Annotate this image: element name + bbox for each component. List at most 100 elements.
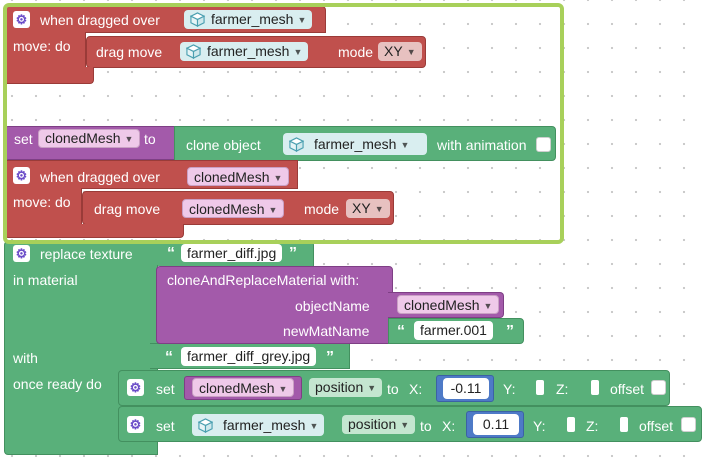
new-mat-name-value[interactable]: farmer.001 bbox=[414, 321, 493, 340]
offset-label: offset bbox=[610, 381, 644, 397]
chevron-down-icon: ▼ bbox=[309, 421, 319, 431]
chevron-down-icon: ▼ bbox=[268, 205, 278, 215]
mode-value: XY bbox=[384, 43, 403, 59]
mesh-dropdown-value: clonedMesh bbox=[194, 169, 270, 185]
drag-move-label: drag move bbox=[94, 201, 161, 217]
to-label: to bbox=[420, 418, 432, 434]
property-value: position bbox=[348, 416, 397, 432]
cube-icon bbox=[289, 137, 304, 152]
animation-checkbox[interactable] bbox=[536, 137, 551, 152]
chevron-down-icon: ▼ bbox=[273, 173, 283, 183]
mesh-dropdown[interactable]: farmer_mesh▼ bbox=[192, 414, 325, 436]
clone-and-replace-material-label: cloneAndReplaceMaterial with: bbox=[167, 272, 360, 288]
with-label: with bbox=[13, 350, 38, 366]
cube-icon bbox=[190, 12, 205, 27]
chevron-down-icon: ▼ bbox=[406, 47, 416, 57]
gear-icon[interactable]: ⚙ bbox=[13, 11, 30, 28]
variable-value: clonedMesh bbox=[45, 130, 121, 146]
mesh-dropdown-value: farmer_mesh bbox=[211, 11, 294, 27]
mode-label: mode bbox=[304, 201, 340, 217]
property-value: position bbox=[315, 379, 364, 395]
x-label: X: bbox=[442, 418, 456, 434]
to-label: to bbox=[387, 381, 399, 397]
chevron-down-icon: ▼ bbox=[297, 15, 307, 25]
when-dragged-over-label: when dragged over bbox=[40, 169, 160, 185]
chevron-down-icon: ▼ bbox=[367, 383, 377, 393]
y-empty-socket[interactable] bbox=[536, 380, 544, 395]
open-quote-icon: “ bbox=[167, 245, 175, 262]
object-name-label: objectName bbox=[295, 298, 370, 314]
offset-label: offset bbox=[639, 418, 673, 434]
mesh-dropdown[interactable]: farmer_mesh▼ bbox=[184, 10, 313, 29]
close-quote-icon: ” bbox=[289, 245, 297, 262]
close-quote-icon: ” bbox=[506, 323, 514, 340]
property-dropdown[interactable]: position▼ bbox=[309, 378, 383, 397]
drag-move-block-cloned[interactable] bbox=[82, 191, 394, 225]
with-animation-label: with animation bbox=[437, 137, 527, 153]
property-dropdown[interactable]: position▼ bbox=[342, 415, 416, 434]
drag-mesh-dropdown[interactable]: clonedMesh▼ bbox=[182, 199, 285, 218]
y-label: Y: bbox=[503, 381, 516, 397]
new-mat-name-label: newMatName bbox=[283, 323, 370, 339]
x-label: X: bbox=[409, 381, 423, 397]
in-material-label: in material bbox=[13, 272, 78, 288]
drag-mesh-dropdown[interactable]: farmer_mesh▼ bbox=[180, 42, 309, 61]
to-label: to bbox=[144, 131, 156, 147]
set-label: set bbox=[156, 381, 175, 397]
z-empty-socket[interactable] bbox=[620, 417, 628, 432]
mode-label: mode bbox=[338, 44, 374, 60]
drag-mesh-value: clonedMesh bbox=[189, 201, 265, 217]
x-value-field[interactable]: 0.11 bbox=[473, 414, 519, 435]
offset-checkbox[interactable] bbox=[651, 380, 666, 395]
move-do-label: move: do bbox=[13, 38, 71, 54]
x-value-field[interactable]: -0.11 bbox=[443, 378, 489, 399]
chevron-down-icon: ▼ bbox=[124, 134, 134, 144]
chevron-down-icon: ▼ bbox=[400, 420, 410, 430]
open-quote-icon: “ bbox=[397, 323, 405, 340]
chevron-down-icon: ▼ bbox=[374, 204, 384, 214]
clone-and-replace-material-block[interactable] bbox=[156, 266, 393, 344]
texture-file-value[interactable]: farmer_diff.jpg bbox=[181, 244, 283, 262]
offset-checkbox[interactable] bbox=[681, 417, 696, 432]
gear-icon[interactable]: ⚙ bbox=[127, 379, 144, 396]
chevron-down-icon: ▼ bbox=[400, 140, 410, 150]
with-file-value[interactable]: farmer_diff_grey.jpg bbox=[181, 347, 317, 366]
move-do-label: move: do bbox=[13, 194, 71, 210]
object-name-dropdown[interactable]: clonedMesh▼ bbox=[397, 295, 500, 314]
mesh-dropdown[interactable]: clonedMesh▼ bbox=[187, 167, 290, 186]
y-empty-socket[interactable] bbox=[567, 417, 575, 432]
gear-icon[interactable]: ⚙ bbox=[13, 245, 30, 262]
once-ready-do-label: once ready do bbox=[13, 376, 102, 392]
mode-value: XY bbox=[352, 200, 371, 216]
open-quote-icon: “ bbox=[165, 349, 173, 366]
z-empty-socket[interactable] bbox=[591, 380, 599, 395]
cube-icon bbox=[198, 418, 213, 433]
when-dragged-over-label: when dragged over bbox=[40, 12, 160, 28]
set-label: set bbox=[156, 418, 175, 434]
mesh-dropdown-value: clonedMesh bbox=[199, 380, 275, 396]
clone-object-label: clone object bbox=[186, 137, 261, 153]
gear-icon[interactable]: ⚙ bbox=[127, 416, 144, 433]
close-quote-icon: ” bbox=[326, 349, 334, 366]
cube-icon bbox=[186, 44, 201, 59]
mode-dropdown[interactable]: XY▼ bbox=[346, 199, 390, 218]
chevron-down-icon: ▼ bbox=[278, 384, 288, 394]
event-block-footer bbox=[4, 67, 94, 84]
variable-dropdown[interactable]: clonedMesh▼ bbox=[38, 129, 141, 148]
drag-move-label: drag move bbox=[96, 44, 163, 60]
replace-texture-label: replace texture bbox=[40, 246, 133, 262]
object-name-value: clonedMesh bbox=[404, 297, 480, 313]
clone-mesh-dropdown[interactable]: farmer_mesh▼ bbox=[283, 133, 427, 155]
mesh-dropdown[interactable]: clonedMesh▼ bbox=[192, 378, 295, 397]
chevron-down-icon: ▼ bbox=[483, 301, 493, 311]
z-label: Z: bbox=[586, 418, 599, 434]
mesh-dropdown-value: farmer_mesh bbox=[223, 417, 306, 433]
gear-icon[interactable]: ⚙ bbox=[13, 167, 30, 184]
drag-mesh-value: farmer_mesh bbox=[207, 43, 290, 59]
z-label: Z: bbox=[556, 381, 569, 397]
clone-mesh-value: farmer_mesh bbox=[314, 136, 397, 152]
y-label: Y: bbox=[533, 418, 546, 434]
set-label: set bbox=[14, 131, 33, 147]
event-block-footer-2 bbox=[4, 224, 184, 238]
mode-dropdown[interactable]: XY▼ bbox=[378, 42, 422, 61]
